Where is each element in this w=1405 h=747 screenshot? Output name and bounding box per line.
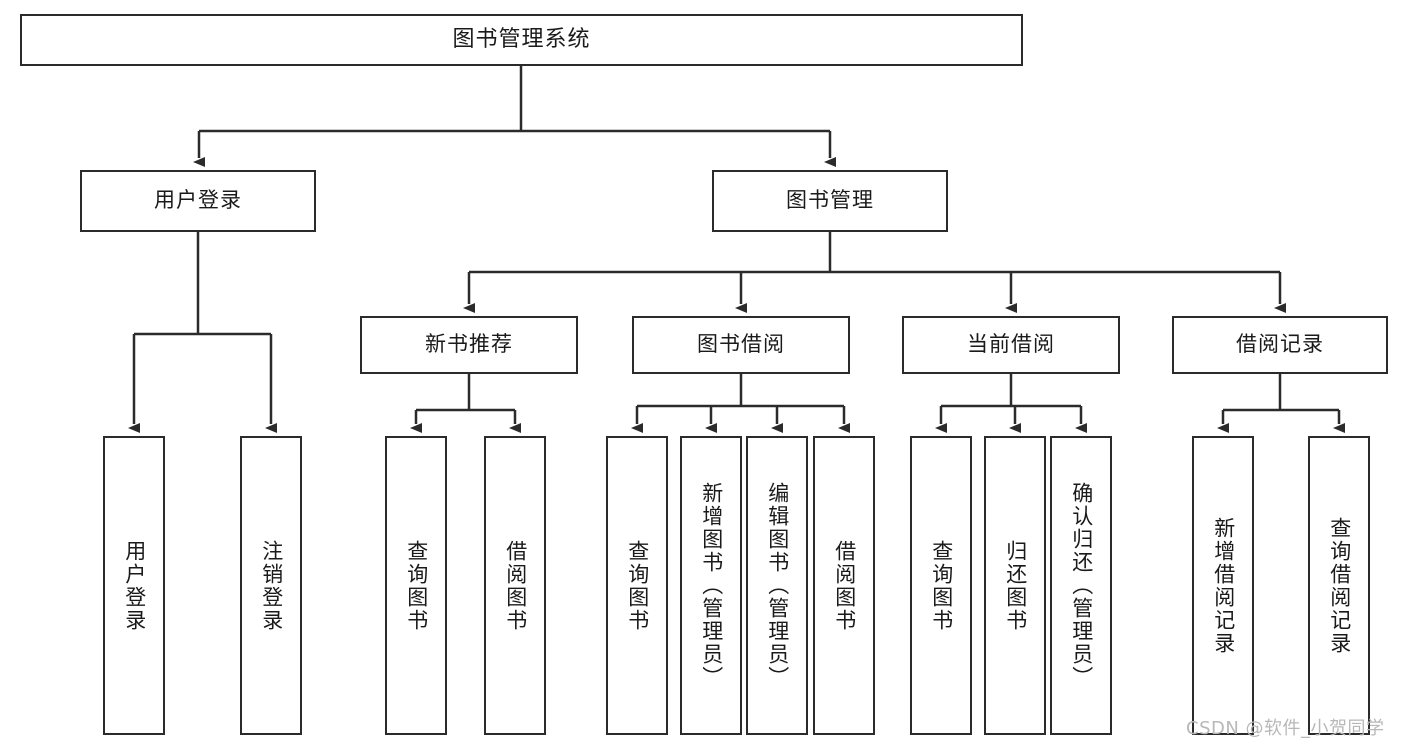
node-leaf-query-book-1-label: 查询图书 xyxy=(404,539,429,632)
node-book-manage-label: 图书管理 xyxy=(786,188,874,213)
node-leaf-query-record-label: 查询借阅记录 xyxy=(1327,516,1352,655)
node-leaf-query-book-1[interactable]: 查询图书 xyxy=(385,436,447,735)
node-leaf-edit-book-label: 编辑图书（管理员） xyxy=(765,482,790,689)
node-user-login[interactable]: 用户登录 xyxy=(80,170,316,232)
node-leaf-query-book-2[interactable]: 查询图书 xyxy=(606,436,668,735)
node-book-borrow-label: 图书借阅 xyxy=(697,332,785,357)
node-leaf-query-record[interactable]: 查询借阅记录 xyxy=(1308,436,1370,735)
node-leaf-query-book-2-label: 查询图书 xyxy=(625,539,650,632)
node-root-system[interactable]: 图书管理系统 xyxy=(20,14,1023,66)
node-current-borrow-label: 当前借阅 xyxy=(967,332,1055,357)
node-leaf-query-book-3-label: 查询图书 xyxy=(929,539,954,632)
node-leaf-return-book[interactable]: 归还图书 xyxy=(984,436,1046,735)
node-borrow-record-label: 借阅记录 xyxy=(1236,332,1324,357)
node-new-book-recommend[interactable]: 新书推荐 xyxy=(360,316,578,374)
node-leaf-add-book-label: 新增图书（管理员） xyxy=(699,482,724,689)
node-leaf-return-book-label: 归还图书 xyxy=(1003,539,1028,632)
node-borrow-record[interactable]: 借阅记录 xyxy=(1172,316,1388,374)
node-root-label: 图书管理系统 xyxy=(452,26,591,52)
node-book-manage[interactable]: 图书管理 xyxy=(712,170,948,232)
node-current-borrow[interactable]: 当前借阅 xyxy=(902,316,1120,374)
node-leaf-confirm-return-label: 确认归还（管理员） xyxy=(1069,482,1094,689)
node-leaf-borrow-book-1[interactable]: 借阅图书 xyxy=(484,436,546,735)
node-leaf-add-book[interactable]: 新增图书（管理员） xyxy=(680,436,742,735)
node-leaf-borrow-book-2-label: 借阅图书 xyxy=(832,539,857,632)
node-leaf-user-login-label: 用户登录 xyxy=(122,539,147,632)
node-leaf-logout[interactable]: 注销登录 xyxy=(240,436,302,735)
node-leaf-add-record-label: 新增借阅记录 xyxy=(1211,516,1236,655)
node-book-borrow[interactable]: 图书借阅 xyxy=(632,316,850,374)
node-new-book-recommend-label: 新书推荐 xyxy=(425,332,513,357)
node-user-login-label: 用户登录 xyxy=(154,188,242,213)
node-leaf-logout-label: 注销登录 xyxy=(259,539,284,632)
node-leaf-user-login[interactable]: 用户登录 xyxy=(103,436,165,735)
node-leaf-query-book-3[interactable]: 查询图书 xyxy=(910,436,972,735)
node-leaf-borrow-book-2[interactable]: 借阅图书 xyxy=(813,436,875,735)
node-leaf-borrow-book-1-label: 借阅图书 xyxy=(503,539,528,632)
watermark-text: CSDN @软件_小贺同学 xyxy=(1186,718,1385,739)
node-leaf-edit-book[interactable]: 编辑图书（管理员） xyxy=(746,436,808,735)
node-leaf-add-record[interactable]: 新增借阅记录 xyxy=(1192,436,1254,735)
node-leaf-confirm-return[interactable]: 确认归还（管理员） xyxy=(1050,436,1112,735)
